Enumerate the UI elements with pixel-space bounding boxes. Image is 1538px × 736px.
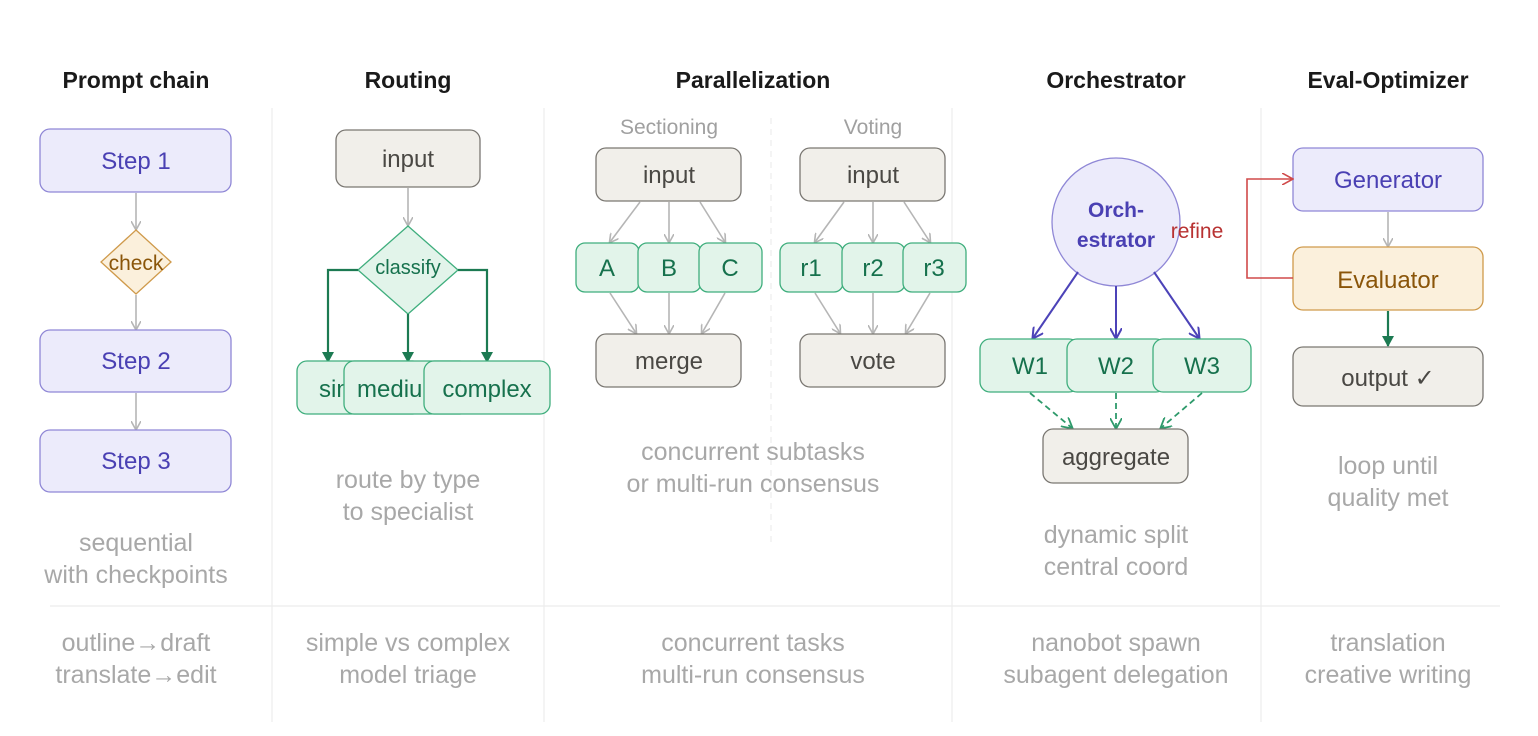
parallelization-use-2: multi-run consensus — [641, 661, 865, 689]
column-routing: Routing input classify simple medium com… — [296, 67, 551, 689]
refine-label: refine — [1171, 220, 1224, 243]
step3-label: Step 3 — [101, 448, 170, 475]
voting-input-label: input — [847, 162, 899, 189]
eval-optimizer-title: Eval-Optimizer — [1307, 67, 1468, 93]
evaluator-label: Evaluator — [1337, 267, 1438, 294]
eval-use-1: translation — [1330, 629, 1445, 657]
w3-label: W3 — [1184, 353, 1220, 380]
routing-title: Routing — [365, 67, 452, 93]
arrow-sec-input-c — [699, 201, 725, 242]
eval-use-2: creative writing — [1305, 661, 1472, 689]
orchestrator-title: Orchestrator — [1046, 67, 1185, 93]
eval-desc-2: quality met — [1328, 484, 1449, 512]
sec-b-label: B — [661, 255, 677, 282]
route-complex-label: complex — [442, 376, 531, 403]
column-eval-optimizer: Eval-Optimizer Generator Evaluator refin… — [1171, 67, 1484, 689]
arrow-sec-input-a — [610, 201, 641, 242]
parallelization-use-1: concurrent tasks — [661, 629, 844, 657]
w1-label: W1 — [1012, 353, 1048, 380]
orchestrator-label-1: Orch- — [1088, 199, 1144, 222]
generator-label: Generator — [1334, 167, 1442, 194]
sectioning-label: Sectioning — [620, 116, 718, 139]
column-orchestrator: Orchestrator Orch- estrator W1 W2 W3 agg… — [979, 67, 1252, 689]
prompt-chain-use-1: outline→draft — [62, 629, 211, 657]
parallelization-desc-2: or multi-run consensus — [627, 470, 880, 498]
vote-r3-box — [902, 242, 967, 293]
route-complex-box — [423, 360, 551, 415]
w3-box — [1152, 338, 1252, 393]
prompt-chain-title: Prompt chain — [63, 67, 210, 93]
output-box — [1292, 346, 1484, 407]
routing-desc-2: to specialist — [343, 498, 474, 526]
arrow-classify-simple — [322, 268, 358, 363]
vote-r3-label: r3 — [923, 255, 944, 282]
check-diamond — [100, 229, 172, 295]
sectioning-input-label: input — [643, 162, 695, 189]
arrow-vote-r1-out — [814, 292, 840, 333]
arrow-classify-complex — [458, 268, 493, 363]
step1-label: Step 1 — [101, 148, 170, 175]
column-prompt-chain: Prompt chain Step 1 check Step 2 Step 3 … — [39, 67, 232, 689]
voting-label: Voting — [844, 116, 902, 139]
prompt-chain-desc-2: with checkpoints — [43, 561, 227, 589]
vote-label: vote — [850, 348, 895, 375]
eval-desc-1: loop until — [1338, 452, 1438, 480]
vote-r2-label: r2 — [862, 255, 883, 282]
refine-loop-arrow — [1246, 179, 1293, 279]
parallelization-desc-1: concurrent subtasks — [641, 438, 865, 466]
arrow-vote-input-r3 — [903, 201, 930, 242]
parallelization-title: Parallelization — [676, 67, 831, 93]
route-medium-label: medium — [357, 376, 442, 403]
aggregate-label: aggregate — [1062, 444, 1170, 471]
vote-box — [799, 333, 946, 388]
step2-box — [39, 329, 232, 393]
prompt-chain-desc-1: sequential — [79, 529, 193, 557]
column-dividers — [50, 108, 1500, 722]
step1-box — [39, 128, 232, 193]
orchestrator-desc-1: dynamic split — [1044, 521, 1189, 549]
w2-label: W2 — [1098, 353, 1134, 380]
arrow-orch-w1 — [1033, 271, 1079, 338]
voting-input-box — [799, 147, 946, 202]
sec-a-label: A — [599, 255, 615, 282]
merge-box — [595, 333, 742, 388]
step2-label: Step 2 — [101, 348, 170, 375]
orchestrator-desc-2: central coord — [1044, 553, 1189, 581]
arrow-w1-aggregate — [1029, 392, 1072, 428]
sec-c-box — [698, 242, 763, 293]
output-label: output ✓ — [1341, 365, 1435, 392]
step3-box — [39, 429, 232, 493]
routing-desc-1: route by type — [336, 466, 481, 494]
sec-c-label: C — [721, 255, 738, 282]
aggregate-box — [1042, 428, 1189, 484]
classify-label: classify — [375, 257, 441, 279]
arrow-vote-input-r1 — [815, 201, 845, 242]
column-parallelization: Parallelization Sectioning Voting input … — [575, 67, 967, 689]
arrow-sec-a-merge — [609, 292, 636, 333]
routing-use-2: model triage — [339, 661, 477, 689]
prompt-chain-use-2: translate→edit — [55, 661, 216, 689]
arrow-vote-r3-out — [906, 292, 931, 333]
routing-input-label: input — [382, 146, 434, 173]
orchestrator-use-2: subagent delegation — [1003, 661, 1228, 689]
routing-input-box — [335, 129, 481, 188]
orchestrator-node — [1051, 157, 1181, 287]
vote-r1-label: r1 — [800, 255, 821, 282]
merge-label: merge — [635, 348, 703, 375]
route-simple-label: simple — [319, 376, 388, 403]
orchestrator-use-1: nanobot spawn — [1031, 629, 1201, 657]
check-label: check — [109, 252, 164, 275]
arrow-w3-aggregate — [1161, 392, 1203, 428]
arrow-orch-w3 — [1153, 271, 1199, 338]
routing-use-1: simple vs complex — [306, 629, 511, 657]
orchestrator-label-2: estrator — [1077, 229, 1155, 252]
arrow-sec-c-merge — [702, 292, 726, 333]
sectioning-input-box — [595, 147, 742, 202]
